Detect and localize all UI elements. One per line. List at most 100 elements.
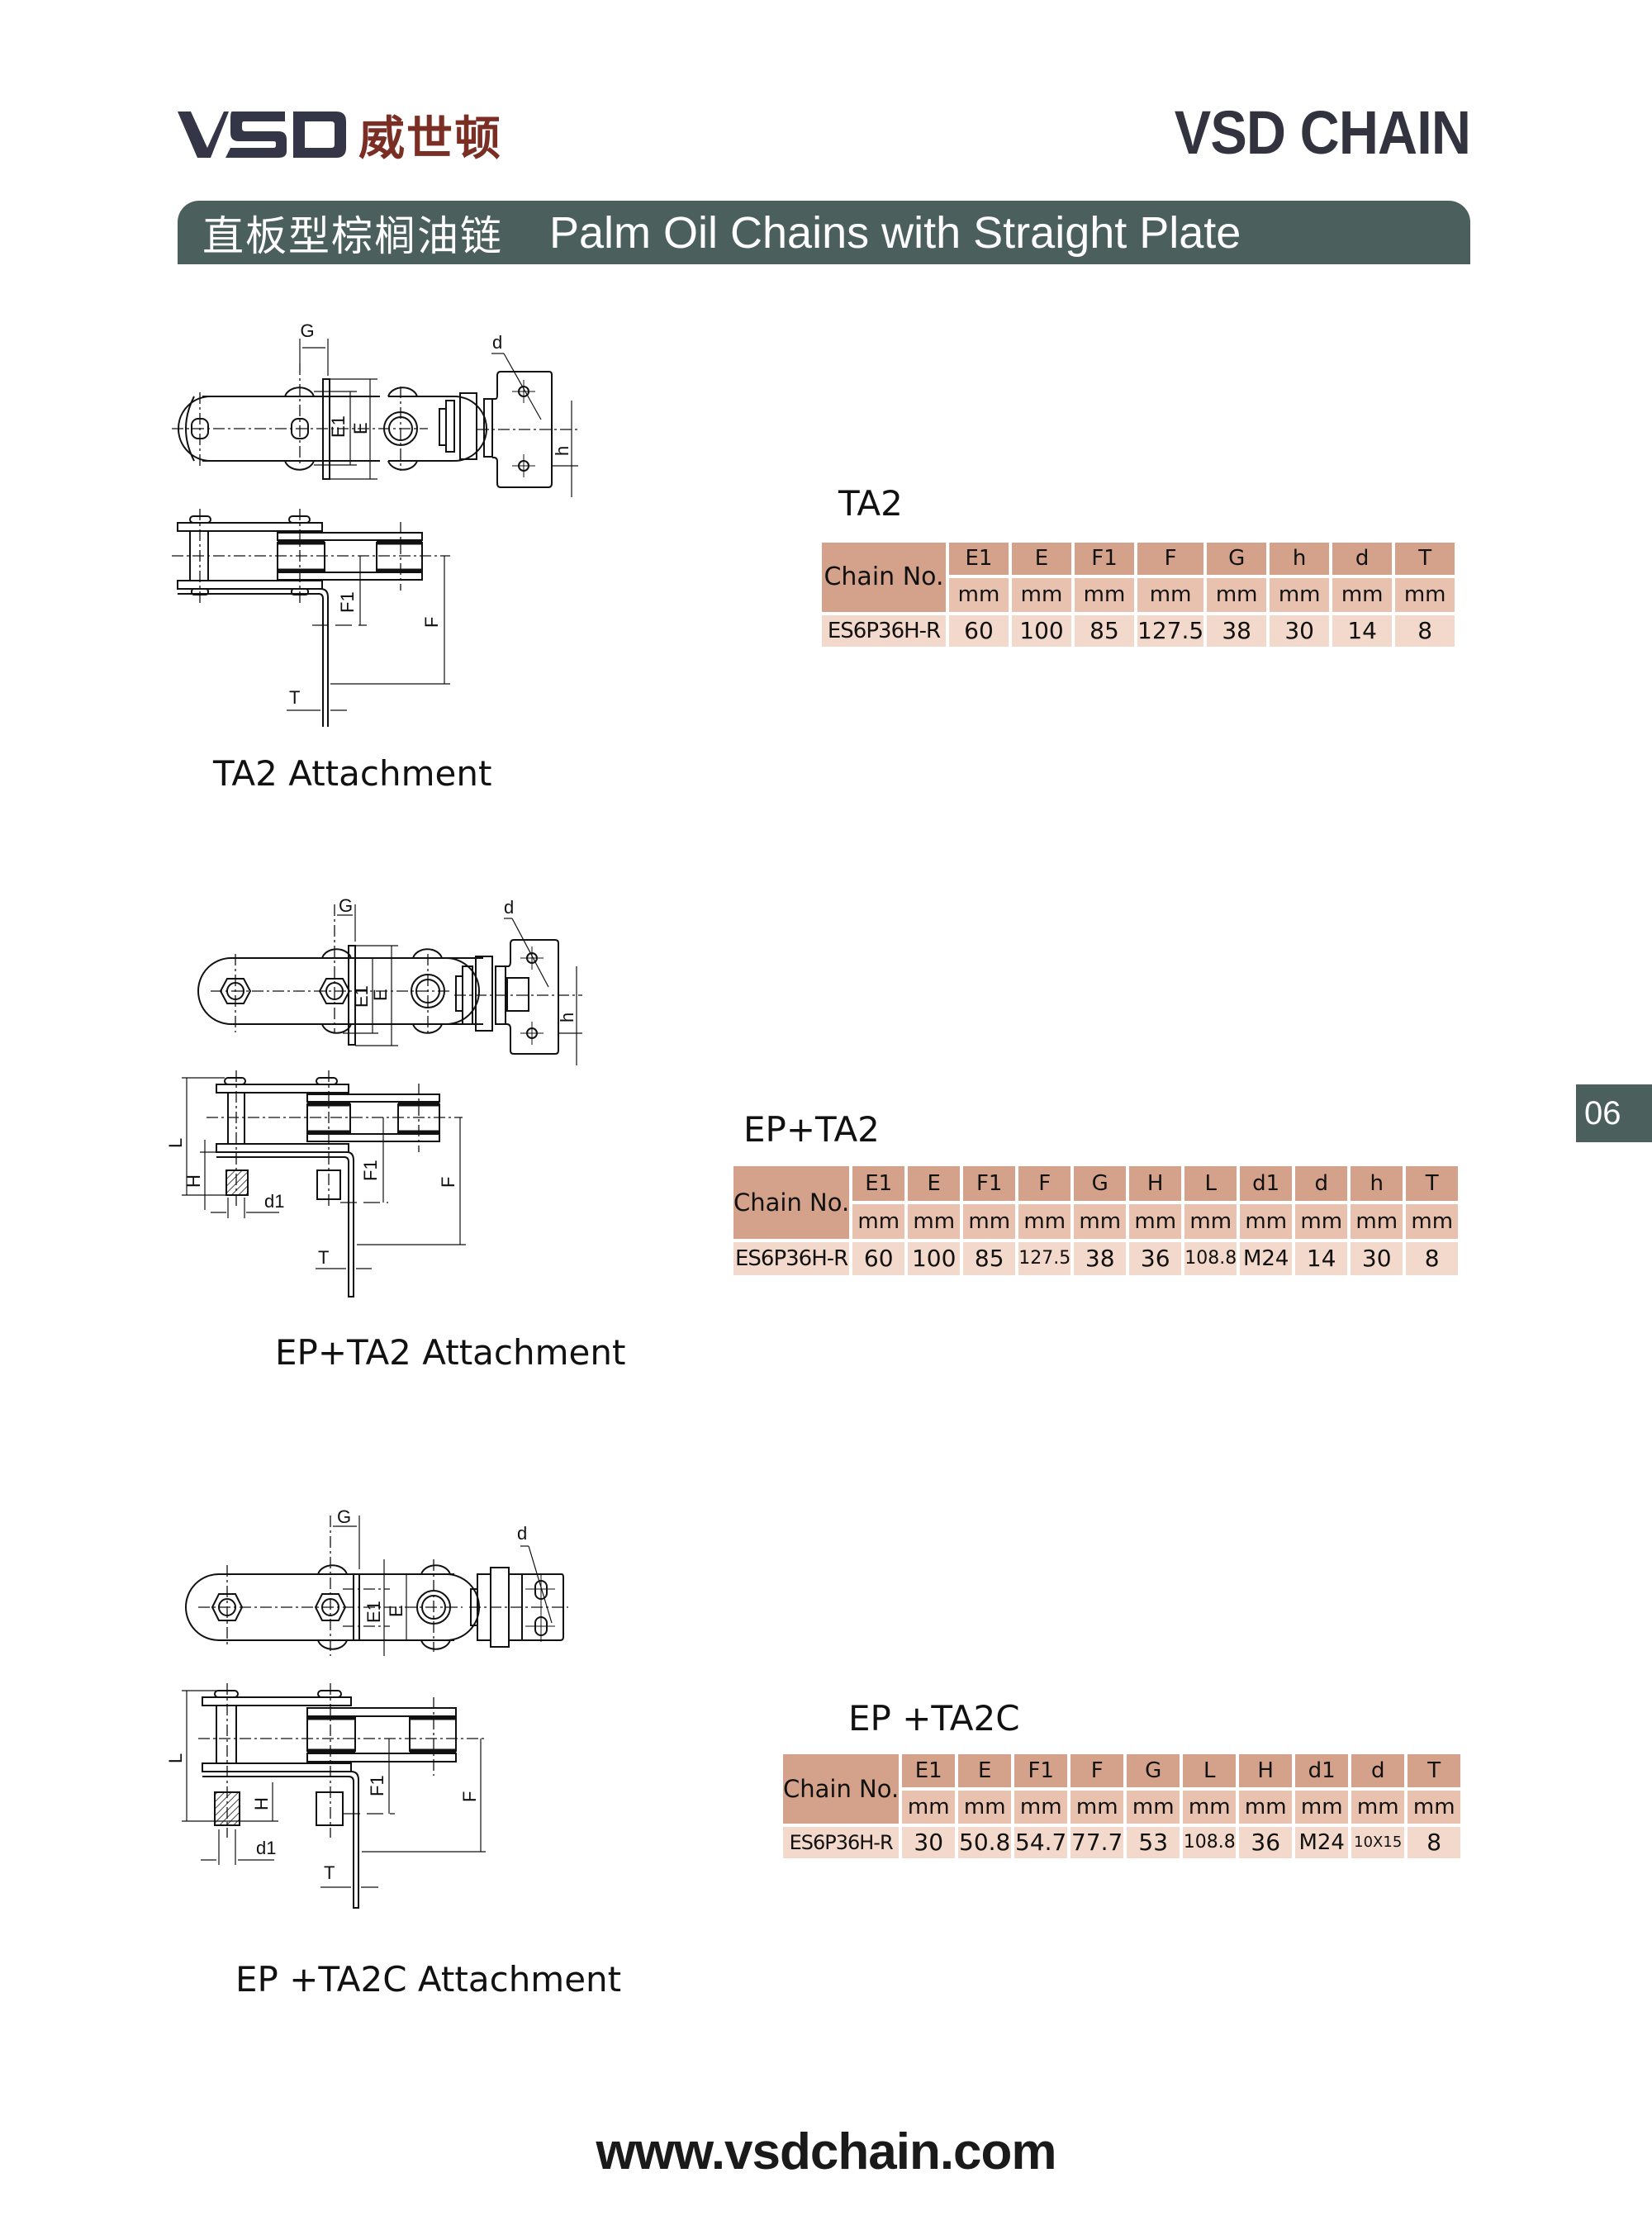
unit-cell: mm [1129,1204,1182,1239]
unit-cell: mm [1408,1791,1461,1824]
logo-chinese-name: 威世顿 [358,111,502,166]
value-cell: 30 [1270,615,1330,647]
unit-cell: mm [1074,1204,1127,1239]
ep-ta2c-attachment-diagram: G E1 E d L H d1 F1 F T [165,1506,568,1909]
website-url: www.vsdchain.com [596,2123,1056,2180]
unit-cell: mm [1183,1791,1237,1824]
unit-cell: mm [1295,1204,1348,1239]
value-cell: 8 [1406,1242,1459,1275]
ta2-spec-table: Chain No. E1 E F1 F G h d T mm mm mm mm … [819,539,1458,650]
ep-ta2c-label-h: H [251,1797,272,1810]
ta2-label-g: G [300,320,314,341]
brand-name: VSD CHAIN [1174,98,1471,167]
col-header: L [1184,1166,1237,1201]
col-header: h [1351,1166,1403,1201]
value-cell: 100 [1012,615,1071,647]
unit-cell: mm [1137,577,1204,612]
col-header: d1 [1295,1754,1349,1787]
value-cell: 30 [1351,1242,1403,1275]
ep-ta2c-label-d1: d1 [256,1838,276,1858]
vsd-logo: 威世顿 [178,106,502,166]
ep-ta2c-label-e1: E1 [363,1601,384,1623]
col-header: d [1351,1754,1405,1787]
ep-ta2-label-d: d [504,897,514,918]
unit-cell: mm [902,1791,956,1824]
col-header: d1 [1240,1166,1293,1201]
ep-ta2-label-h-upper: H [183,1174,204,1188]
ta2-label-d: d [492,332,502,353]
value-cell: M24 [1240,1242,1293,1275]
ta2-roller-1 [277,542,325,572]
value-cell: 38 [1207,615,1267,647]
unit-cell: mm [1127,1791,1180,1824]
unit-cell: mm [1332,577,1393,612]
chain-no-cell: ES6P36H-R [733,1242,850,1275]
ta2-caption: TA2 Attachment [213,753,492,794]
unit-cell: mm [852,1204,905,1239]
value-cell: 8 [1395,615,1455,647]
value-cell: 108.8 [1184,1242,1237,1275]
col-header: F1 [1014,1754,1068,1787]
ep-ta2-spec-table: Chain No. E1 E F1 F G H L d1 d h T mm mm… [730,1163,1461,1279]
ep-ta2-extended-pin-nut [225,1169,249,1196]
unit-cell: mm [1070,1791,1124,1824]
unit-cell: mm [1075,577,1134,612]
ep-ta2c-label-l: L [165,1753,186,1763]
col-header: F1 [1075,543,1134,575]
ta2-label-t: T [289,687,300,708]
ep-ta2c-caption: EP +TA2C Attachment [235,1959,622,2000]
value-cell: 85 [963,1242,1016,1275]
col-header: E1 [902,1754,956,1787]
col-header: T [1406,1166,1459,1201]
col-header: G [1207,543,1267,575]
ep-ta2c-label-t: T [324,1862,335,1883]
ep-ta2-label-f1: F1 [360,1160,381,1181]
col-header: G [1127,1754,1180,1787]
col-header: d [1332,543,1393,575]
ep-ta2-angle-bracket [216,1151,354,1298]
ep-ta2-label-h: h [557,1013,577,1022]
page-title-chinese: 直板型棕榈油链 [202,211,503,260]
unit-cell: mm [1014,1791,1068,1824]
value-cell: 30 [902,1827,956,1858]
ta2-outer-plate-top [177,522,323,532]
col-header: F1 [963,1166,1016,1201]
col-header: L [1183,1754,1237,1787]
chain-no-cell: ES6P36H-R [822,615,946,647]
ta2-top-plate [185,396,425,462]
col-header: T [1395,543,1455,575]
unit-cell: mm [1184,1204,1237,1239]
unit-cell: mm [963,1204,1016,1239]
ep-ta2-label-d1: d1 [264,1191,284,1212]
ep-ta2-model-label: EP+TA2 [743,1109,880,1150]
value-cell: 38 [1074,1242,1127,1275]
vsd-logo-mark-icon [178,111,346,158]
ta2-attachment-diagram: G E1 E d h F1 F T [172,320,578,727]
col-header: h [1270,543,1330,575]
unit-cell: mm [1351,1204,1403,1239]
ta2-label-e: E [350,422,371,434]
value-cell: 8 [1408,1827,1461,1858]
ep-ta2-label-l: L [165,1138,186,1148]
ta2-label-f1: F1 [337,591,358,613]
value-cell: 36 [1239,1827,1293,1858]
chain-no-cell: ES6P36H-R [783,1827,900,1858]
unit-cell: mm [1270,577,1330,612]
ta2-label-f: F [421,617,442,628]
unit-cell: mm [908,1204,961,1239]
unit-cell: mm [1395,577,1455,612]
col-header: E1 [852,1166,905,1201]
col-header: E [1012,543,1071,575]
col-header: E [958,1754,1012,1787]
ep-ta2-attachment-diagram: G E1 E d h L H d1 F1 F T [165,895,582,1298]
ep-ta2c-label-f: F [459,1791,480,1802]
table-row: ES6P36H-R 30 50.8 54.7 77.7 53 108.8 36 … [783,1827,1461,1858]
col-header: H [1239,1754,1293,1787]
ep-ta2-label-g: G [339,895,353,916]
ta2-label-h: h [552,446,572,456]
unit-cell: mm [1012,577,1071,612]
value-cell: 50.8 [958,1827,1012,1858]
ta2-roller-2 [376,542,423,572]
value-cell: 14 [1295,1242,1348,1275]
col-header: F [1018,1166,1071,1201]
